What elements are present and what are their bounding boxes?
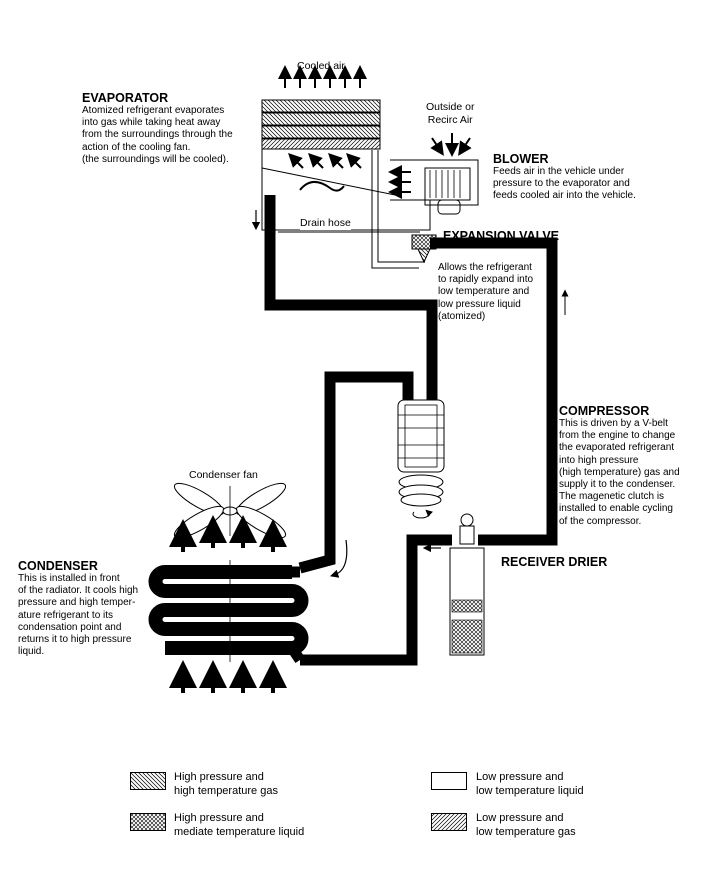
pipe-high-pressure-liquid (300, 237, 558, 666)
pipe-low-pressure-liquid (377, 150, 425, 263)
compressor-description: This is driven by a V-belt from the engi… (559, 418, 680, 527)
condenser-title: CONDENSER (18, 559, 98, 573)
receiver-drier (422, 513, 485, 656)
legend-swatch-lp-liquid (431, 772, 467, 790)
blower-description: Feeds air in the vehicle under pressure … (493, 166, 636, 202)
blower-unit (390, 133, 479, 215)
legend-label-lp-liquid: Low pressure and low temperature liquid (476, 771, 584, 797)
evaporator-description: Atomized refrigerant evaporates into gas… (82, 105, 233, 165)
expansion-valve-title: EXPANSION VALVE (443, 229, 559, 243)
condenser-fan-label: Condenser fan (189, 469, 258, 481)
cooled-air-arrows (251, 65, 411, 231)
pipe-low-pressure-gas (264, 195, 438, 400)
evaporator-unit (261, 99, 431, 233)
evaporator-title: EVAPORATOR (82, 91, 169, 105)
legend-label-lp-gas: Low pressure and low temperature gas (476, 812, 576, 838)
legend-swatch-lp-gas (431, 813, 467, 831)
receiver-drier-title: RECEIVER DRIER (501, 555, 608, 569)
legend-swatch-hp-gas (130, 772, 166, 790)
cooled-air-label: Cooled air (297, 60, 345, 72)
condenser-airflow-arrows (169, 515, 287, 693)
drain-hose-label: Drain hose (300, 217, 351, 230)
pipe-high-pressure-gas (298, 371, 414, 574)
condenser-description: This is installed in front of the radiat… (18, 573, 139, 658)
expansion-valve (411, 234, 437, 264)
condenser-coil (148, 539, 348, 664)
outside-air-label: Outside or Recirc Air (426, 101, 475, 126)
legend-label-hp-gas: High pressure and high temperature gas (174, 771, 278, 797)
compressor-unit (397, 289, 569, 519)
blower-title: BLOWER (493, 152, 549, 166)
compressor-title: COMPRESSOR (559, 404, 650, 418)
legend-swatch-hp-liquid (130, 813, 166, 831)
expansion-valve-description: Allows the refrigerant to rapidly expand… (438, 262, 534, 324)
legend-label-hp-liquid: High pressure and mediate temperature li… (174, 812, 305, 838)
